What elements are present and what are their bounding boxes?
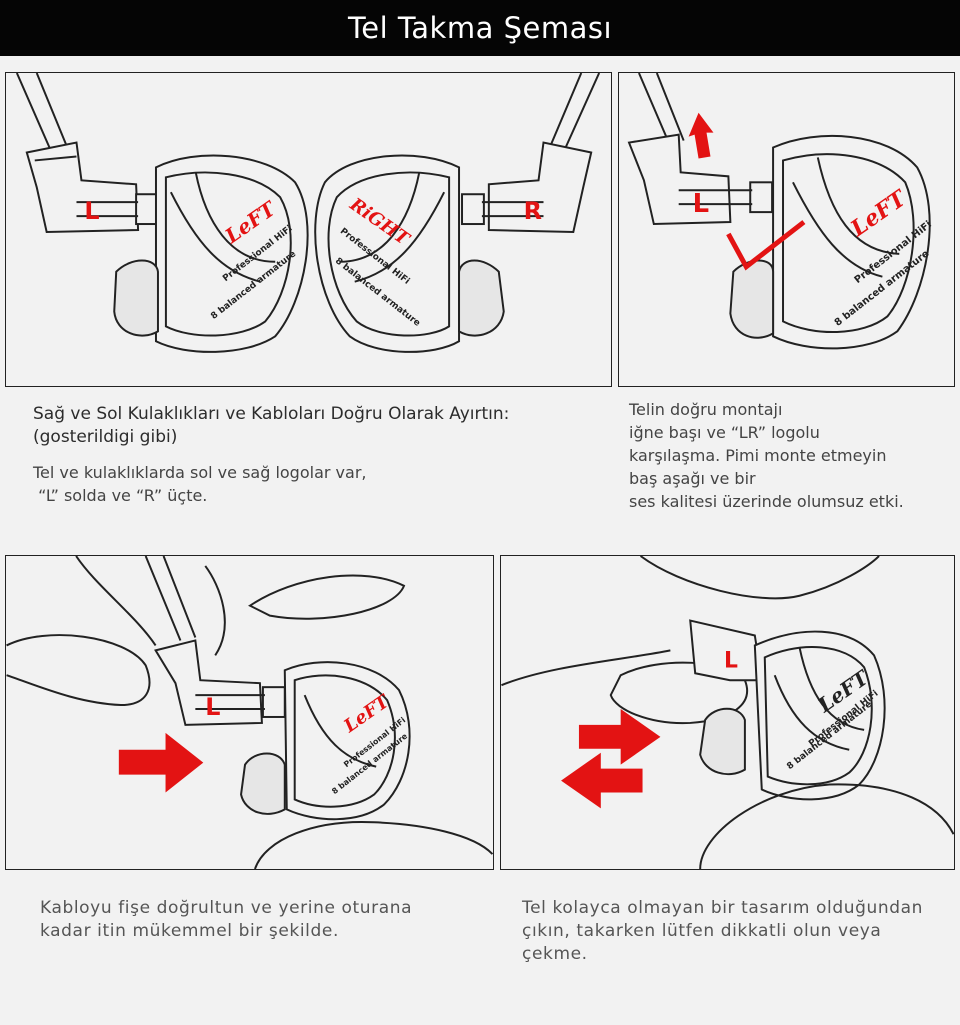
- pin-body-line-5: ses kalitesi üzerinde olumsuz etki.: [629, 492, 904, 511]
- plug-body-line-2: kadar itin mükemmel bir şekilde.: [40, 921, 339, 941]
- checkmark-icon: [726, 220, 806, 271]
- panel-left-right-earphones: L R LeFT RiGHT Professional HiFi 8 balan…: [5, 72, 612, 387]
- plug-in-illustration: L LeFT Professional HiFi 8 balanced arma…: [6, 556, 493, 869]
- section-plug-instructions: Kabloyu fişe doğrultun ve yerine oturana…: [40, 897, 490, 943]
- care-body-line-2: çıkın, takarken lütfen dikkatli olun vey…: [522, 921, 882, 941]
- remove-arrow-icon: [561, 752, 643, 809]
- separate-heading-line-1: Sağ ve Sol Kulaklıkları ve Kabloları Doğ…: [33, 404, 510, 424]
- care-body-line-1: Tel kolayca olmayan bir tasarım olduğund…: [522, 898, 924, 918]
- section-separate-instructions: Sağ ve Sol Kulaklıkları ve Kabloları Doğ…: [33, 403, 603, 507]
- pin-body-line-1: Telin doğru montajı: [629, 400, 783, 419]
- left-label: L: [84, 197, 99, 225]
- separate-body-line-1: Tel ve kulaklıklarda sol ve sağ logolar …: [33, 463, 367, 482]
- left-label: L: [724, 648, 738, 673]
- plug-body-line-1: Kabloyu fişe doğrultun ve yerine oturana: [40, 898, 413, 918]
- panel-pin-orientation: L LeFT Professional HiFi 8 balanced arma…: [618, 72, 955, 387]
- pin-body-line-2: iğne başı ve “LR” logolu: [629, 423, 820, 442]
- right-label: R: [524, 197, 542, 225]
- left-label: L: [693, 189, 709, 219]
- insert-remove-illustration: L LeFT Professional HiFi 8 balanced arma…: [501, 556, 954, 869]
- panel-insert-remove: L LeFT Professional HiFi 8 balanced arma…: [500, 555, 955, 870]
- care-body-line-3: çekme.: [522, 944, 588, 964]
- section-care-instructions: Tel kolayca olmayan bir tasarım olduğund…: [522, 897, 952, 966]
- pin-body-line-4: baş aşağı ve bir: [629, 469, 756, 488]
- page-title: Tel Takma Şeması: [0, 0, 960, 56]
- section-pin-instructions: Telin doğru montajı iğne başı ve “LR” lo…: [629, 398, 954, 513]
- left-label: L: [205, 693, 220, 721]
- pin-orientation-illustration: L LeFT Professional HiFi 8 balanced arma…: [627, 73, 934, 350]
- pin-body-line-3: karşılaşma. Pimi monte etmeyin: [629, 446, 887, 465]
- right-arrow-icon: [118, 732, 204, 793]
- up-arrow-icon: [688, 112, 714, 159]
- separate-heading-line-2: (gosterildigi gibi): [33, 427, 178, 447]
- separate-body-line-2: “L” solda ve “R” üçte.: [33, 486, 208, 505]
- left-right-earphones-illustration: L R LeFT RiGHT Professional HiFi 8 balan…: [15, 73, 601, 353]
- insert-arrow-icon: [578, 709, 661, 765]
- panel-plug-in: L LeFT Professional HiFi 8 balanced arma…: [5, 555, 494, 870]
